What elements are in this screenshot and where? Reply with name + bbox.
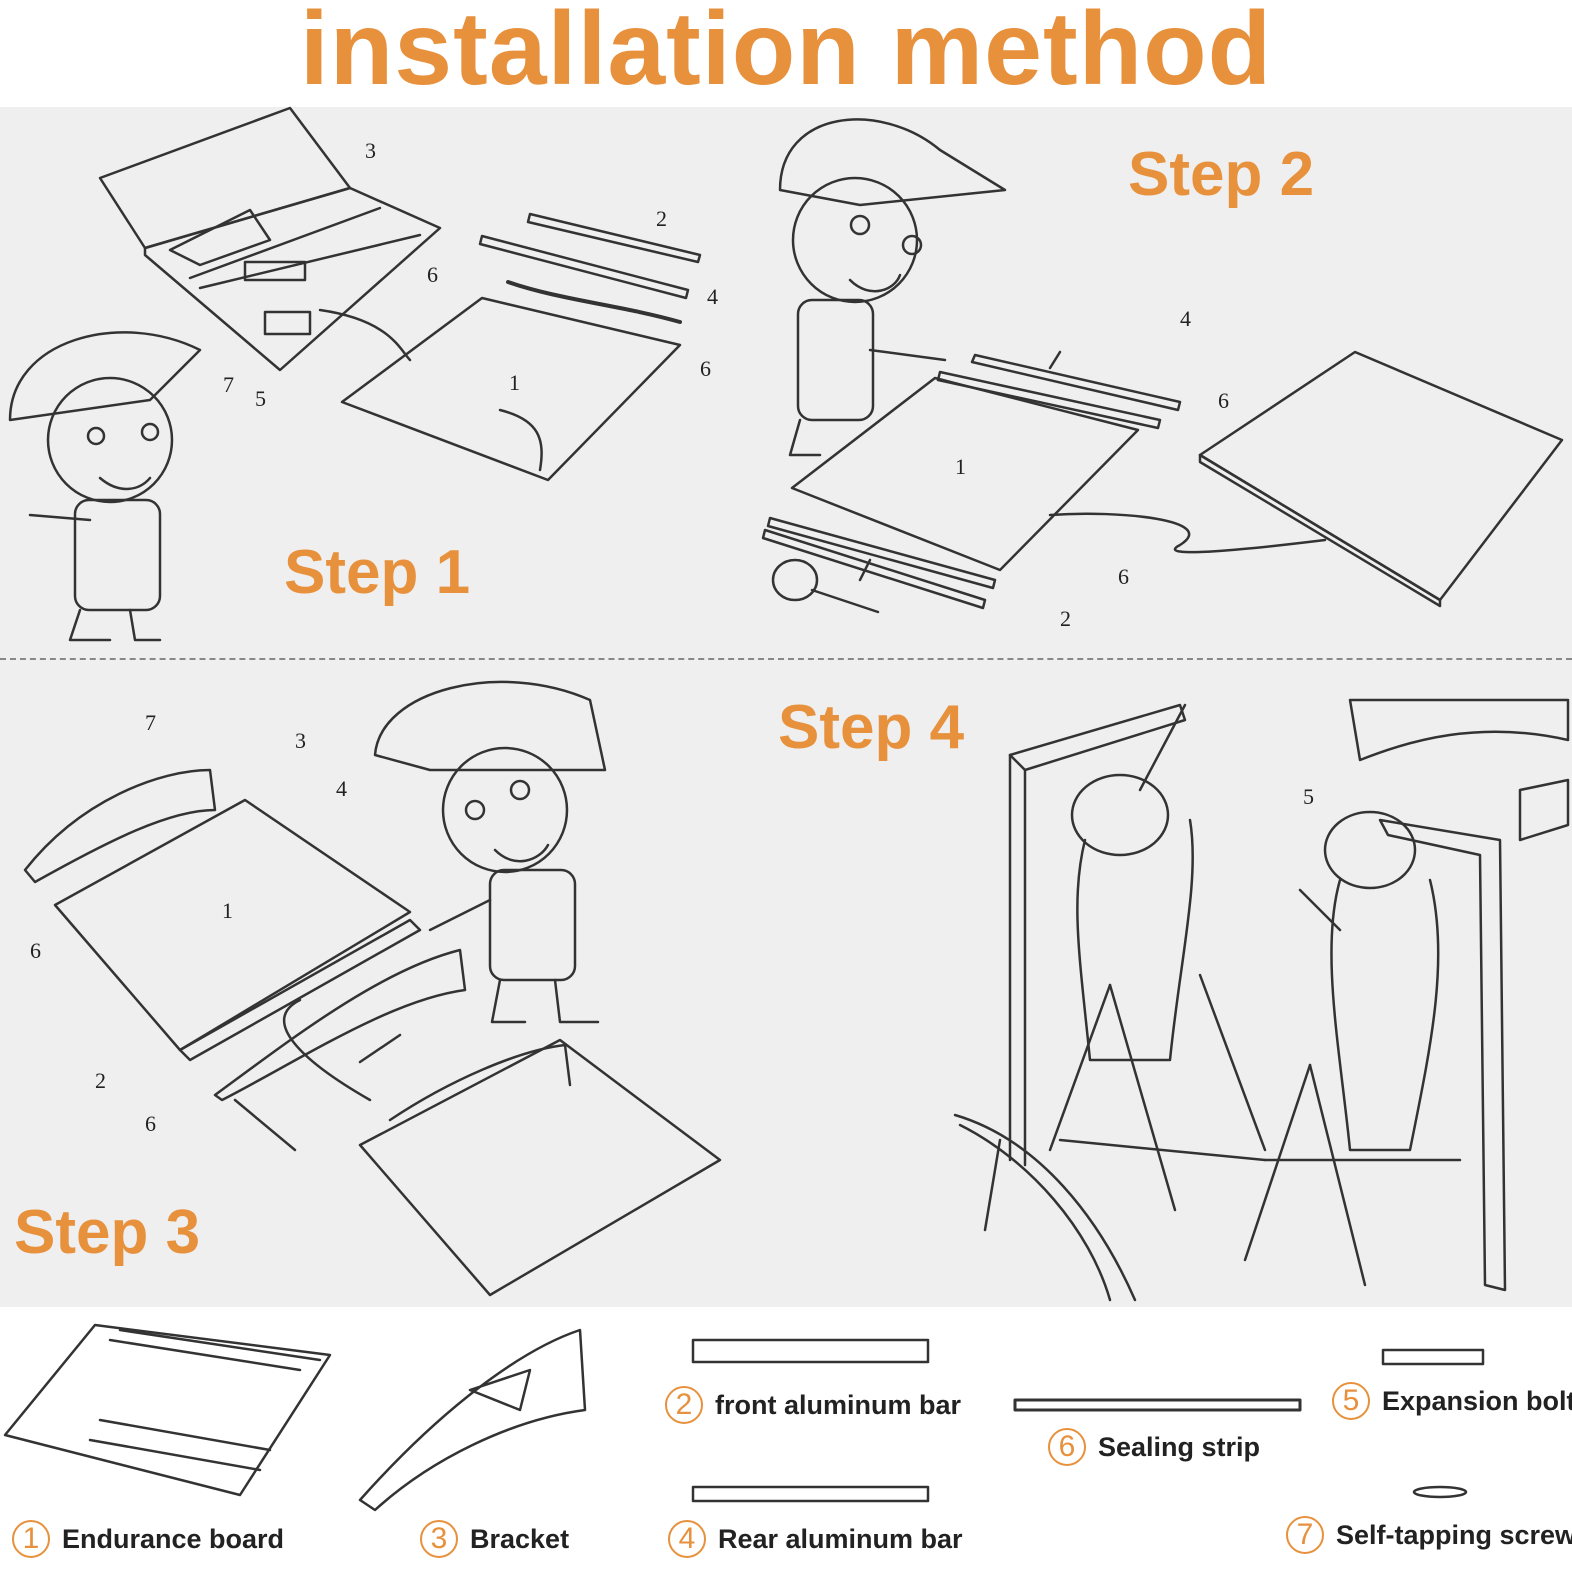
callout-3b: 3 [295, 728, 306, 753]
legend-label: Expansion bolts [1382, 1385, 1572, 1416]
callout-7b: 7 [145, 710, 156, 735]
callout-6c: 6 [1218, 388, 1229, 413]
callout-6f: 6 [145, 1111, 156, 1136]
legend-label: Self-tapping screws [1336, 1519, 1572, 1550]
legend-item-rear-aluminum-bar: 4 Rear aluminum bar [668, 1520, 963, 1558]
legend-number: 5 [1332, 1382, 1370, 1420]
legend-label: Sealing strip [1098, 1431, 1261, 1462]
legend-number: 6 [1048, 1428, 1086, 1466]
callout-3: 3 [365, 138, 376, 163]
callout-1: 1 [509, 370, 520, 395]
step3-assembly-illustration [23, 768, 722, 1297]
legend-item-self-tapping-screws: 7 Self-tapping screws [1286, 1516, 1572, 1554]
step4-door-illustration [953, 698, 1570, 1302]
legend-part-icons [3, 1323, 1485, 1512]
callout-7: 7 [223, 372, 234, 397]
step2-assembly-illustration [761, 350, 1564, 614]
step1-package-illustration [98, 106, 442, 372]
step-1-label: Step 1 [284, 538, 471, 607]
callout-2b: 2 [1060, 606, 1071, 631]
section-divider [0, 658, 1572, 660]
legend-item-sealing-strip: 6 Sealing strip [1048, 1428, 1260, 1466]
legend-item-front-aluminum-bar: 2 front aluminum bar [665, 1386, 961, 1424]
callout-6: 6 [427, 262, 438, 287]
callout-6e: 6 [30, 938, 41, 963]
legend-number: 4 [668, 1520, 706, 1558]
legend-item-endurance-board: 1 Endurance board [12, 1520, 284, 1558]
step4-workers-figure [1048, 703, 1462, 1287]
legend-item-bracket: 3 Bracket [420, 1520, 569, 1558]
callout-4c: 4 [336, 776, 347, 801]
legend-label: Endurance board [62, 1523, 285, 1554]
callout-5: 5 [255, 386, 266, 411]
legend-number: 3 [420, 1520, 458, 1558]
callout-6b: 6 [700, 356, 711, 381]
callout-numbers: 3 2 4 6 6 1 7 5 4 6 1 6 2 7 3 4 1 6 2 6 … [30, 138, 1314, 1136]
step-3-label: Step 3 [14, 1198, 201, 1267]
callout-5b: 5 [1303, 784, 1314, 809]
step2-worker-figure [778, 118, 1007, 457]
step3-worker-figure [373, 680, 607, 1024]
legend-label: front aluminum bar [715, 1389, 962, 1420]
legend-number: 1 [12, 1520, 50, 1558]
callout-1c: 1 [222, 898, 233, 923]
legend-label: Rear aluminum bar [718, 1523, 963, 1554]
legend-number: 7 [1286, 1516, 1324, 1554]
callout-4: 4 [707, 284, 718, 309]
step-2-label: Step 2 [1128, 140, 1315, 209]
callout-6d: 6 [1118, 564, 1129, 589]
page-title: installation method [299, 0, 1273, 107]
legend-label: Bracket [470, 1523, 570, 1554]
callout-2c: 2 [95, 1068, 106, 1093]
step-4-label: Step 4 [778, 693, 965, 762]
callout-2: 2 [656, 206, 667, 231]
callout-4b: 4 [1180, 306, 1191, 331]
step1-parts-illustration [318, 212, 702, 482]
callout-1b: 1 [955, 454, 966, 479]
step1-worker-figure [8, 331, 202, 642]
instructions-panel [0, 107, 1572, 1307]
legend-item-expansion-bolts: 5 Expansion bolts [1332, 1382, 1572, 1420]
legend-number: 2 [665, 1386, 703, 1424]
